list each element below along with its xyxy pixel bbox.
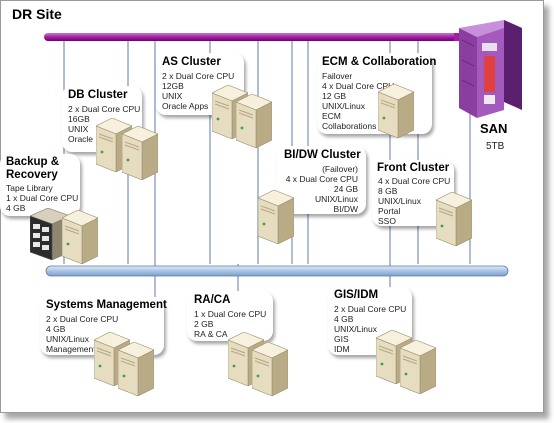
spec-line: UNIX [162,91,183,101]
backup-title-line2: Recovery [6,169,58,181]
server-icon [62,210,98,264]
as-cluster-title: AS Cluster [162,56,221,68]
spec-line: 4 GB [6,203,26,213]
spec-line: UNIX/Linux [378,196,421,206]
spec-line: UNIX/Linux [322,101,365,111]
spec-line: UNIX/Linux [334,324,377,334]
spec-line: 4 x Dual Core CPU [378,176,451,186]
spec-line: 1 x Dual Core CPU [6,193,79,203]
server-icon [258,190,294,244]
db-cluster-title: DB Cluster [68,89,128,101]
spec-line: UNIX/Linux [315,194,358,204]
server-icon [118,342,154,396]
gis-idm-specs: 2 x Dual Core CPU 4 GB UNIX/Linux GIS ID… [334,304,406,354]
spec-line: Portal [378,206,401,216]
sysmgmt-title: Systems Management [46,299,167,311]
spec-line: 2 GB [194,319,214,329]
spec-line: BI/DW [333,204,358,214]
spec-line: 4 GB [334,314,354,324]
spec-line: 2 x Dual Core CPU [162,71,235,81]
spec-line: Collaborations [322,121,377,131]
backup-card [0,154,80,216]
spec-line: 4 x Dual Core CPU [322,81,395,91]
spec-line: 8 GB [378,186,398,196]
server-icon [378,84,414,138]
spec-line: 2 x Dual Core CPU [46,314,119,324]
raca-title: RA/CA [194,294,231,306]
spec-line: SSO [378,216,396,226]
storage-bus [44,33,466,41]
as-cluster-specs: 2 x Dual Core CPU 12GB UNIX Oracle Apps [162,71,234,111]
spec-line: UNIX/Linux [46,334,89,344]
spec-line: Tape Library [6,183,53,193]
front-cluster-title: Front Cluster [377,162,450,174]
front-cluster-specs: 4 x Dual Core CPU 8 GB UNIX/Linux Portal… [378,176,450,226]
spec-line: Oracle Apps [162,101,209,111]
spec-line: ECM [322,111,341,121]
server-icon [236,94,272,148]
spec-line: UNIX [68,124,89,134]
spec-line: 16GB [68,114,90,124]
server-icon [122,126,158,180]
server-icon [252,342,288,396]
spec-line: 12GB [162,81,184,91]
san-label: SAN [480,121,508,136]
spec-line: 1 x Dual Core CPU [194,309,267,319]
bidw-title: BI/DW Cluster [284,149,361,161]
raca-specs: 1 x Dual Core CPU 2 GB RA & CA [194,309,266,339]
ecm-specs: Failover 4 x Dual Core CPU 12 GB UNIX/Li… [322,71,394,131]
gis-idm-title: GIS/IDM [334,289,379,301]
server-icon [436,192,472,246]
spec-line: GIS [334,334,349,344]
spec-line: IDM [334,344,350,354]
lan-bus [45,265,509,277]
raca-card [187,291,273,341]
spec-line: Failover [322,71,353,81]
spec-line: 24 GB [333,184,358,194]
spec-line: 2 x Dual Core CPU [334,304,407,314]
spec-line: 2 x Dual Core CPU [68,104,141,114]
ecm-title: ECM & Collaboration [322,56,437,68]
server-icon [400,340,436,394]
spec-line: Management [46,344,96,354]
san-storage-icon [459,20,522,118]
spec-line: Oracle RAC [68,134,114,144]
db-cluster-specs: 2 x Dual Core CPU 16GB UNIX Oracle RAC [68,104,140,144]
site-title: DR Site [12,6,62,22]
spec-line: 4 GB [46,324,66,334]
spec-line: RA & CA [194,329,228,339]
spec-line: 12 GB [322,91,347,101]
sysmgmt-specs: 2 x Dual Core CPU 4 GB UNIX/Linux Manage… [46,314,118,354]
spec-line: (Failover) [322,164,358,174]
san-capacity: 5TB [486,141,505,152]
spec-line: 4 x Dual Core CPU [285,174,358,184]
bidw-specs: (Failover) 4 x Dual Core CPU 24 GB UNIX/… [270,164,358,214]
backup-title-line1: Backup & [6,156,60,168]
backup-specs: Tape Library 1 x Dual Core CPU 4 GB [6,183,78,213]
